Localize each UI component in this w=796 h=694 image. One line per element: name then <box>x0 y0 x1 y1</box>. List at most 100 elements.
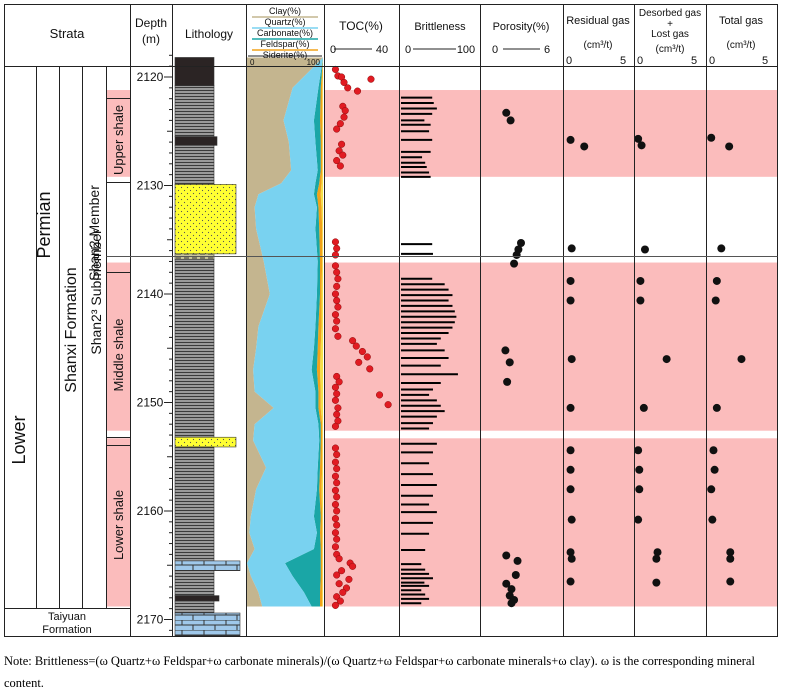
lithology-layer <box>174 595 220 602</box>
toc-point <box>353 87 362 95</box>
toc-point <box>331 383 340 391</box>
desorbed-scale-min: 0 <box>637 55 643 67</box>
toc-point <box>333 507 341 515</box>
porosity-point <box>502 579 511 588</box>
desorbed-gas-point <box>653 548 662 557</box>
total-scale-min: 0 <box>709 55 715 67</box>
lithology-layer <box>174 57 215 86</box>
total-gas-point <box>707 133 716 142</box>
depth-header: Depth <box>135 16 167 30</box>
residual-gas-point <box>566 485 575 494</box>
residual-gas-point <box>566 446 575 455</box>
toc-point <box>333 282 341 290</box>
total-gas-point <box>717 244 726 253</box>
desorbed-gas-point <box>635 485 644 494</box>
total-gas-point <box>737 355 746 364</box>
porosity-point <box>507 585 516 594</box>
total-gas-point <box>708 515 717 524</box>
toc-point <box>384 401 392 409</box>
lithology-layer <box>174 136 218 146</box>
porosity-point <box>513 556 522 565</box>
residual-gas-point <box>566 548 575 557</box>
desorbed-gas-point <box>634 515 643 524</box>
toc-point <box>341 107 349 115</box>
depth-tick-label: 2130 <box>137 179 164 193</box>
lithology-header: Lithology <box>185 27 233 41</box>
toc-point <box>334 404 342 412</box>
total-gas-header: Total gas <box>719 15 764 27</box>
strata-labels: Lower Permian Shanxi Formation Shan2 Mem… <box>9 105 126 636</box>
toc-point <box>355 358 363 366</box>
toc-point <box>366 365 374 373</box>
porosity-point <box>501 346 510 355</box>
depth-tick-label: 2150 <box>137 396 164 410</box>
toc-point <box>335 580 343 588</box>
mineral-label-feldspar: Feldspar(%) <box>260 39 309 49</box>
total-gas-point <box>712 403 721 412</box>
lost-gas-header: Lost gas <box>651 29 689 40</box>
toc-point <box>333 410 341 418</box>
lithology-layer <box>174 446 215 562</box>
total-gas-point <box>726 554 735 563</box>
toc-point <box>331 422 340 430</box>
residual-gas-header: Residual gas <box>566 15 630 27</box>
residual-gas-point <box>580 142 589 151</box>
siderite-area <box>320 57 323 607</box>
toc-point <box>333 571 341 579</box>
porosity-point <box>502 108 511 117</box>
mineral-scale-max: 100 <box>307 58 321 67</box>
mineral-label-siderite: Siderite(%) <box>263 50 308 60</box>
toc-point <box>331 601 340 609</box>
member-label: Shan2 Member <box>86 185 102 281</box>
residual-gas-point <box>567 244 576 253</box>
toc-point <box>339 588 347 596</box>
toc-scale-max: 40 <box>376 44 388 56</box>
toc-point <box>331 444 340 452</box>
total-gas-point <box>711 296 720 305</box>
toc-point <box>331 472 340 480</box>
toc-point <box>331 251 340 259</box>
porosity-header: Porosity(%) <box>493 21 550 33</box>
taiyuan-label: Taiyuan <box>48 611 86 623</box>
desorbed-gas-point <box>634 446 643 455</box>
desorbed-gas-point <box>634 134 643 143</box>
strata-header: Strata <box>50 26 85 41</box>
brittleness-scale-min: 0 <box>405 44 411 56</box>
porosity-point <box>505 358 514 367</box>
mineral-label-carbonate: Carbonate(%) <box>257 28 313 38</box>
residual-gas-point <box>566 135 575 144</box>
toc-point <box>345 575 353 583</box>
residual-gas-point <box>567 554 576 563</box>
toc-point <box>358 347 366 356</box>
series-label: Lower <box>9 415 29 464</box>
toc-point <box>331 238 340 246</box>
toc-point <box>340 113 348 121</box>
toc-point <box>367 75 375 83</box>
depth-column-bg <box>130 67 173 636</box>
toc-point <box>333 125 341 133</box>
total-gas-point <box>712 276 721 285</box>
desorbed-plus: + <box>667 19 673 30</box>
depth-unit: (m) <box>142 32 160 46</box>
toc-point <box>331 396 340 404</box>
upper-shale-label: Upper shale <box>111 105 126 175</box>
residual-gas-point <box>566 465 575 474</box>
toc-point <box>331 262 340 270</box>
toc-point <box>349 562 357 570</box>
total-scale-max: 5 <box>762 55 768 67</box>
toc-point <box>331 290 340 298</box>
desorbed-gas-point <box>637 141 646 150</box>
desorbed-gas-point <box>636 296 645 305</box>
toc-point <box>331 515 340 523</box>
residual-gas-point <box>566 403 575 412</box>
lithology-layer <box>174 145 215 185</box>
residual-gas-point <box>567 515 576 524</box>
quartz-area <box>247 57 323 607</box>
submember-label: Shan2³ Submember <box>88 229 104 355</box>
lower-shale-label: Lower shale <box>111 490 126 560</box>
toc-point <box>333 493 341 501</box>
data-points <box>331 65 746 609</box>
desorbed-gas-unit: (cm³/t) <box>656 44 685 55</box>
desorbed-gas-point <box>636 276 645 285</box>
